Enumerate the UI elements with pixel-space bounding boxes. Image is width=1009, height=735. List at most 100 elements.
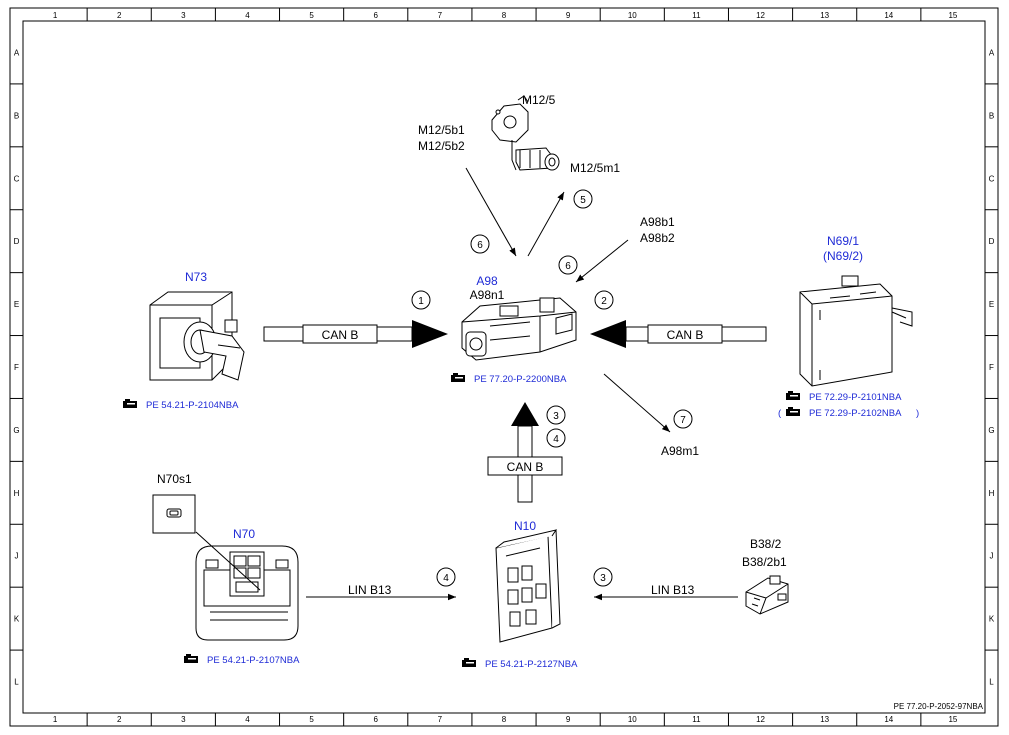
column-label: 3 [181,11,186,20]
pointing-hand-icon [462,658,476,667]
step-4-lin-number: 4 [443,573,449,584]
step-4-can: 4 [546,428,566,448]
a98-control-unit-illustration [461,297,577,361]
n70s1-switch-illustration [152,494,196,534]
column-label: 15 [948,715,957,724]
row-label: E [14,300,19,309]
column-label: 4 [245,715,250,724]
step-3-number: 3 [553,411,559,422]
m12-5-label: M12/5 [522,93,556,107]
b38-2-label: B38/2 [750,537,782,551]
n70-overhead-panel-illustration [195,531,299,641]
arrow-m12-sensor-to-a98 [465,167,517,257]
n69-alt-reference-open-paren: ( [778,408,782,419]
step-3-lin-number: 3 [600,573,606,584]
row-label: L [14,678,19,687]
n70-reference: PE 54.21-P-2107NBA [184,654,300,666]
a98b1-label: A98b1 [640,215,675,229]
can-b-bottom-label: CAN B [507,460,544,474]
step-3-lin: 3 [593,567,613,587]
n69-label: N69/1 [827,234,859,248]
column-label: 7 [438,715,443,724]
row-label: D [14,237,20,246]
row-label: B [989,111,994,120]
column-label: 1 [53,11,58,20]
n73-ignition-switch-illustration [149,291,245,381]
column-label: 4 [245,11,250,20]
column-label: 13 [820,715,829,724]
column-label: 14 [884,715,893,724]
row-label: G [988,426,994,435]
can-bus-right: CAN B [590,320,767,348]
column-label: 5 [309,11,314,20]
step-5: 5 [573,189,593,209]
n10-reference-link[interactable]: PE 54.21-P-2127NBA [485,659,578,670]
step-6-right: 6 [558,255,578,275]
step-5-number: 5 [580,195,586,206]
n73-reference: PE 54.21-P-2104NBA [123,399,239,411]
row-label: C [989,174,995,183]
a98-label: A98 [476,274,498,288]
b38-2b1-label: B38/2b1 [742,555,787,569]
n69-reference-link[interactable]: PE 72.29-P-2101NBA [809,392,902,403]
row-label: G [13,426,19,435]
step-markers: 1 2 3 4 5 6 6 7 4 3 [411,189,693,587]
step-6-left: 6 [470,234,490,254]
column-label: 14 [884,11,893,20]
step-7: 7 [673,409,693,429]
row-label: E [989,300,994,309]
arrow-a98-to-a98m1 [603,373,671,433]
row-label: J [15,552,19,561]
step-3-can: 3 [546,405,566,425]
column-label: 7 [438,11,443,20]
n69-reference: PE 72.29-P-2101NBA ( PE 72.29-P-2102NBA … [778,391,919,419]
can-bus-left: CAN B [263,320,448,348]
n73-label: N73 [185,270,207,284]
n10-label: N10 [514,519,536,533]
row-label: F [14,363,19,372]
column-label: 3 [181,715,186,724]
a98m1-label: A98m1 [661,444,699,458]
step-6-number: 6 [477,240,483,251]
n69-alt-reference-close-paren: ) [916,408,919,419]
column-label: 9 [566,715,571,724]
column-label: 6 [374,715,379,724]
row-label: H [14,489,20,498]
row-label: H [989,489,995,498]
column-label: 11 [692,715,701,724]
arrow-a98b-to-a98 [575,239,629,283]
column-label: 15 [948,11,957,20]
column-label: 12 [756,715,765,724]
row-label: B [14,111,19,120]
arrow-a98-to-m12-motor [527,191,565,257]
step-7-number: 7 [680,415,686,426]
column-label: 10 [628,715,637,724]
step-4-number: 4 [553,434,559,445]
column-label: 2 [117,11,122,20]
lin-b13-left-label: LIN B13 [348,583,392,597]
step-1-number: 1 [418,296,424,307]
m12-5b1-label: M12/5b1 [418,123,465,137]
lin-bus-right: LIN B13 [594,583,738,601]
n73-reference-link[interactable]: PE 54.21-P-2104NBA [146,400,239,411]
drawing-frame [9,7,999,727]
n69-alt-reference-link[interactable]: PE 72.29-P-2102NBA [809,408,902,419]
pointing-hand-icon [786,391,800,400]
step-6-number: 6 [565,261,571,272]
n10-sam-unit-illustration [495,529,561,643]
m12-5-motor-illustration [491,95,560,171]
row-label: J [990,552,994,561]
column-label: 12 [756,11,765,20]
column-label: 8 [502,715,507,724]
n70-reference-link[interactable]: PE 54.21-P-2107NBA [207,655,300,666]
a98-reference-link[interactable]: PE 77.20-P-2200NBA [474,374,567,385]
b38-2-sensor-illustration [745,575,789,615]
column-label: 11 [692,11,701,20]
column-label: 13 [820,11,829,20]
step-4-lin: 4 [436,567,456,587]
